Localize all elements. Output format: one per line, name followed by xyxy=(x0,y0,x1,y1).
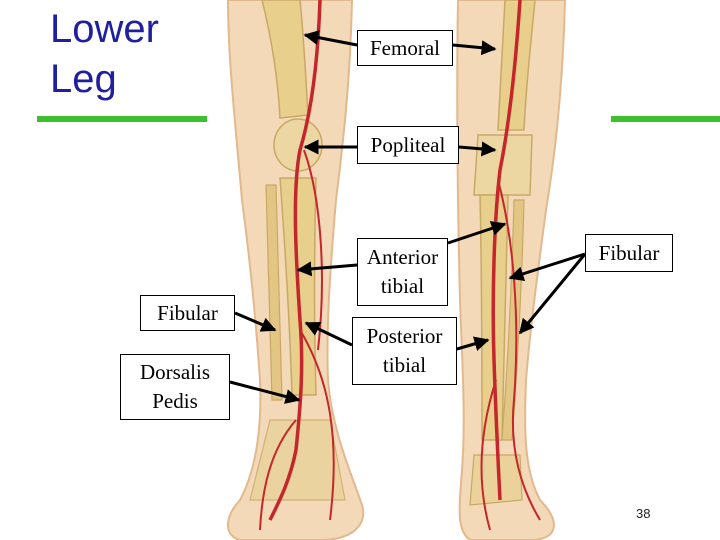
label-anterior-tibial: Anterior tibial xyxy=(357,238,448,306)
arrow-fibular-left xyxy=(234,311,277,332)
left-fibula xyxy=(265,184,283,401)
right-artery-main xyxy=(491,0,522,501)
pointer-arrows xyxy=(229,30,587,404)
label-fibular-right: Fibular xyxy=(585,234,673,272)
arrow-anterior-tibial-left xyxy=(296,261,358,277)
left-foot-bones xyxy=(249,419,346,501)
arrow-popliteal-right xyxy=(458,141,497,157)
label-femoral-text: Femoral xyxy=(370,35,440,60)
left-artery-main xyxy=(268,0,322,521)
arrow-fibular-right-1 xyxy=(508,252,586,282)
left-leg xyxy=(226,0,365,540)
label-anterior-tibial-line-1: Anterior xyxy=(366,245,439,269)
label-dorsalis-pedis-line-1: Dorsalis xyxy=(140,360,210,384)
arrow-anterior-tibial-right xyxy=(447,221,507,245)
label-dorsalis-pedis-line-2: Pedis xyxy=(152,389,198,413)
label-fibular-left-text: Fibular xyxy=(157,300,218,325)
title-line-1: Lower xyxy=(50,7,159,51)
accent-rule-right xyxy=(611,116,720,122)
right-leg xyxy=(456,0,567,540)
label-posterior-tibial: Posterior tibial xyxy=(352,317,457,385)
right-artery-branch xyxy=(480,179,541,531)
label-posterior-tibial-line-2: tibial xyxy=(382,353,427,377)
arrow-posterior-tibial-left xyxy=(304,321,353,347)
arrow-femoral-left xyxy=(303,30,358,47)
label-posterior-tibial-line-1: Posterior xyxy=(366,324,443,348)
slide-title: Lower Leg xyxy=(50,4,159,104)
label-femoral: Femoral xyxy=(357,30,453,66)
label-popliteal: Popliteal xyxy=(357,126,459,164)
label-anterior-tibial-line-2: tibial xyxy=(380,274,425,298)
accent-rule-left xyxy=(37,116,207,122)
label-fibular-right-text: Fibular xyxy=(598,240,660,265)
title-line-2: Leg xyxy=(50,57,117,101)
right-femur xyxy=(497,0,536,131)
arrow-fibular-right-2 xyxy=(518,253,587,335)
arrow-dorsalis-pedis xyxy=(229,380,301,404)
label-popliteal-text: Popliteal xyxy=(370,132,446,157)
label-dorsalis-pedis: Dorsalis Pedis xyxy=(120,354,230,420)
arrow-femoral-right xyxy=(452,40,497,56)
slide-number: 38 xyxy=(636,506,651,521)
label-fibular-left: Fibular xyxy=(140,295,235,331)
right-heel xyxy=(469,454,523,506)
